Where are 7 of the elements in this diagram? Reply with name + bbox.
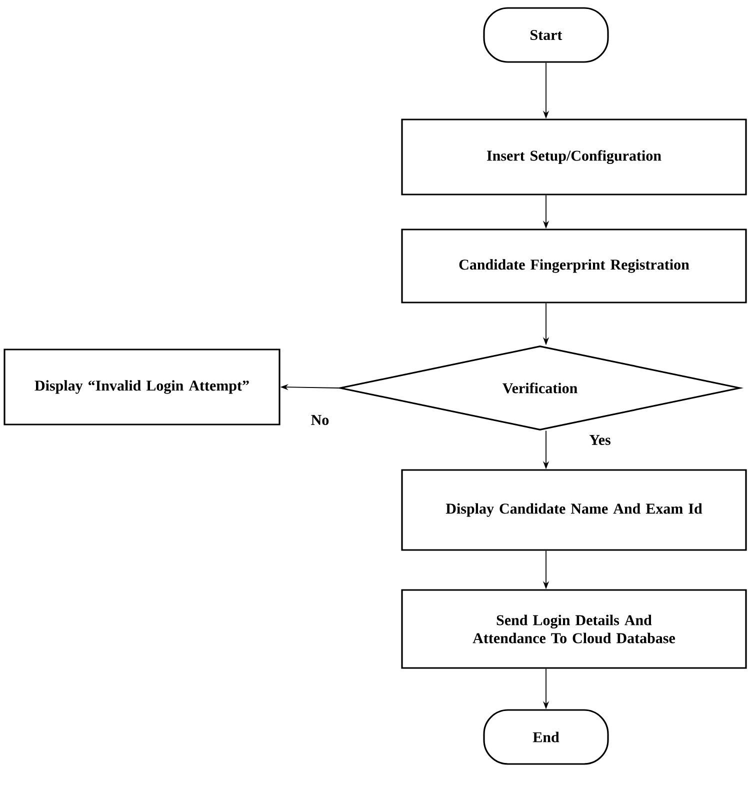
process-box: Candidate Fingerprint Registration bbox=[401, 228, 747, 304]
process-box: Send Login Details And Attendance To Cloud Database bbox=[401, 589, 747, 669]
process-box: Display “Invalid Login Attempt” bbox=[4, 348, 280, 426]
process-box: Insert Setup/Configuration bbox=[401, 118, 747, 196]
process-box: Display Candidate Name And Exam Id bbox=[401, 469, 747, 551]
edge-label: No bbox=[310, 414, 330, 426]
edge-label: Yes bbox=[588, 434, 612, 446]
